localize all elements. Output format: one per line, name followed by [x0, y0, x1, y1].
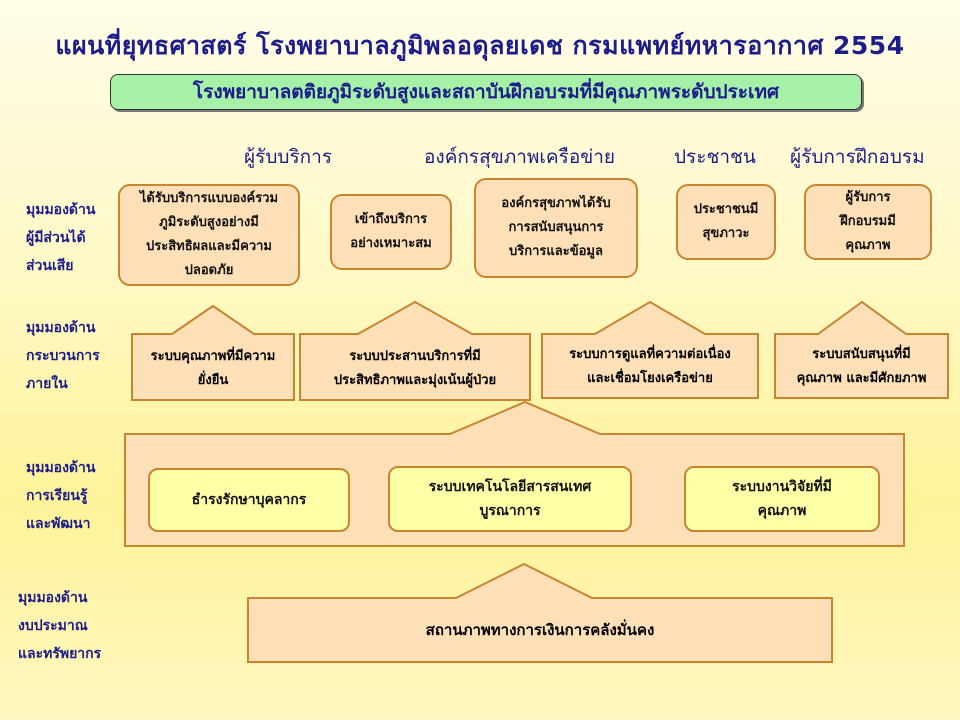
perspective-line: ผู้มีส่วนได้ [26, 230, 86, 246]
perspective-line: ส่วนเสีย [26, 258, 74, 274]
goal-line: องค์กรสุขภาพได้รับ [501, 196, 611, 211]
perspective-line: การเรียนรู้ [26, 488, 88, 504]
perspective-line: มุมมองด้าน [26, 202, 96, 218]
goal-line: บริการและข้อมูล [509, 244, 603, 259]
goal-line: การสนับสนุนการ [508, 220, 604, 235]
header-health-network: องค์กรสุขภาพเครือข่าย [424, 146, 616, 168]
process-line: ระบบสนับสนุนที่มี [812, 347, 911, 362]
process-line: ระบบประสานบริการที่มี [349, 349, 481, 364]
goal-line: ภูมิระดับสูงอย่างมี [159, 215, 259, 230]
vision-banner: โรงพยาบาลตติยภูมิระดับสูงและสถาบันฝึกอบร… [110, 74, 862, 110]
process-line: และเชื่อมโยงเครือข่าย [587, 371, 713, 386]
process-support-system: ระบบสนับสนุนที่มี คุณภาพ และมีศักยภาพ [777, 338, 946, 396]
process-line: ระบบการดูแลที่ความต่อเนื่อง [569, 347, 731, 362]
perspective-learning: มุมมองด้าน การเรียนรู้ และพัฒนา [26, 454, 95, 538]
goal-line: ประชาชนมี [693, 202, 759, 217]
goal-line: ฝึกอบรมมี [840, 214, 896, 229]
process-quality-system: ระบบคุณภาพที่มีความ ยั่งยืน [134, 340, 292, 398]
goal-box-network-support: องค์กรสุขภาพได้รับ การสนับสนุนการ บริการ… [474, 178, 638, 278]
page-title: แผนที่ยุทธศาสตร์ โรงพยาบาลภูมิพลอดุลยเดช… [55, 31, 905, 60]
process-line: ยั่งยืน [197, 373, 229, 388]
process-line: ประสิทธิภาพและมุ่งเน้นผู้ป่วย [333, 373, 497, 388]
perspective-line: กระบวนการ [26, 348, 100, 364]
arrow-up-shape [131, 304, 295, 401]
perspective-line: และพัฒนา [26, 516, 91, 532]
perspective-budget: มุมมองด้าน งบประมาณ และทรัพยากร [18, 584, 101, 668]
process-coordination-system: ระบบประสานบริการที่มี ประสิทธิภาพและมุ่ง… [302, 340, 528, 398]
learning-box-research-system: ระบบงานวิจัยที่มี คุณภาพ [684, 466, 880, 532]
budget-financial-stability: สถานภาพทางการเงินการคลังมั่นคง [425, 621, 655, 639]
goal-line: อย่างเหมาะสม [350, 236, 432, 251]
learning-line: บูรณาการ [479, 503, 541, 519]
arrow-up-shape [541, 300, 759, 399]
learning-line: ธำรงรักษาบุคลากร [191, 492, 307, 508]
perspective-line: ภายใน [26, 376, 68, 392]
process-line: ระบบคุณภาพที่มีความ [150, 349, 276, 364]
goal-line: ผู้รับการ [845, 190, 891, 205]
process-continuity-system: ระบบการดูแลที่ความต่อเนื่อง และเชื่อมโยง… [544, 338, 756, 396]
perspective-internal: มุมมองด้าน กระบวนการ ภายใน [26, 314, 100, 398]
learning-box-staff-retention: ธำรงรักษาบุคลากร [148, 468, 350, 532]
perspective-line: มุมมองด้าน [18, 590, 88, 606]
learning-line: คุณภาพ [757, 503, 807, 519]
header-public: ประชาชน [674, 146, 756, 168]
arrow-up-shape [247, 562, 833, 663]
perspective-line: และทรัพยากร [18, 646, 102, 662]
learning-line: ระบบงานวิจัยที่มี [732, 479, 832, 495]
header-service-recipients: ผู้รับบริการ [244, 146, 333, 168]
goal-line: คุณภาพ [845, 238, 891, 253]
learning-box-it-system: ระบบเทคโนโลยีสารสนเทศ บูรณาการ [388, 466, 632, 532]
goal-line: สุขภาวะ [702, 226, 750, 241]
goal-box-holistic-care: ได้รับบริการแบบองค์รวม ภูมิระดับสูงอย่าง… [118, 184, 300, 286]
arrow-up-shape [774, 300, 949, 399]
perspective-line: งบประมาณ [18, 618, 88, 634]
goal-box-public-wellbeing: ประชาชนมี สุขภาวะ [676, 184, 776, 260]
goal-box-trainee-quality: ผู้รับการ ฝึกอบรมมี คุณภาพ [804, 184, 932, 260]
goal-line: ประสิทธิผลและมีความ [145, 239, 272, 254]
arrow-up-shape [299, 300, 531, 401]
perspective-stakeholder: มุมมองด้าน ผู้มีส่วนได้ ส่วนเสีย [26, 196, 95, 280]
goal-box-access: เข้าถึงบริการ อย่างเหมาะสม [330, 194, 452, 270]
learning-line: ระบบเทคโนโลยีสารสนเทศ [428, 479, 592, 495]
perspective-line: มุมมองด้าน [26, 320, 96, 336]
goal-line: เข้าถึงบริการ [354, 212, 428, 227]
perspective-line: มุมมองด้าน [26, 460, 96, 476]
goal-line: ได้รับบริการแบบองค์รวม [139, 191, 279, 206]
header-trainees: ผู้รับการฝึกอบรม [790, 146, 925, 168]
goal-line: ปลอดภัย [184, 263, 234, 278]
process-line: คุณภาพ และมีศักยภาพ [796, 371, 927, 386]
